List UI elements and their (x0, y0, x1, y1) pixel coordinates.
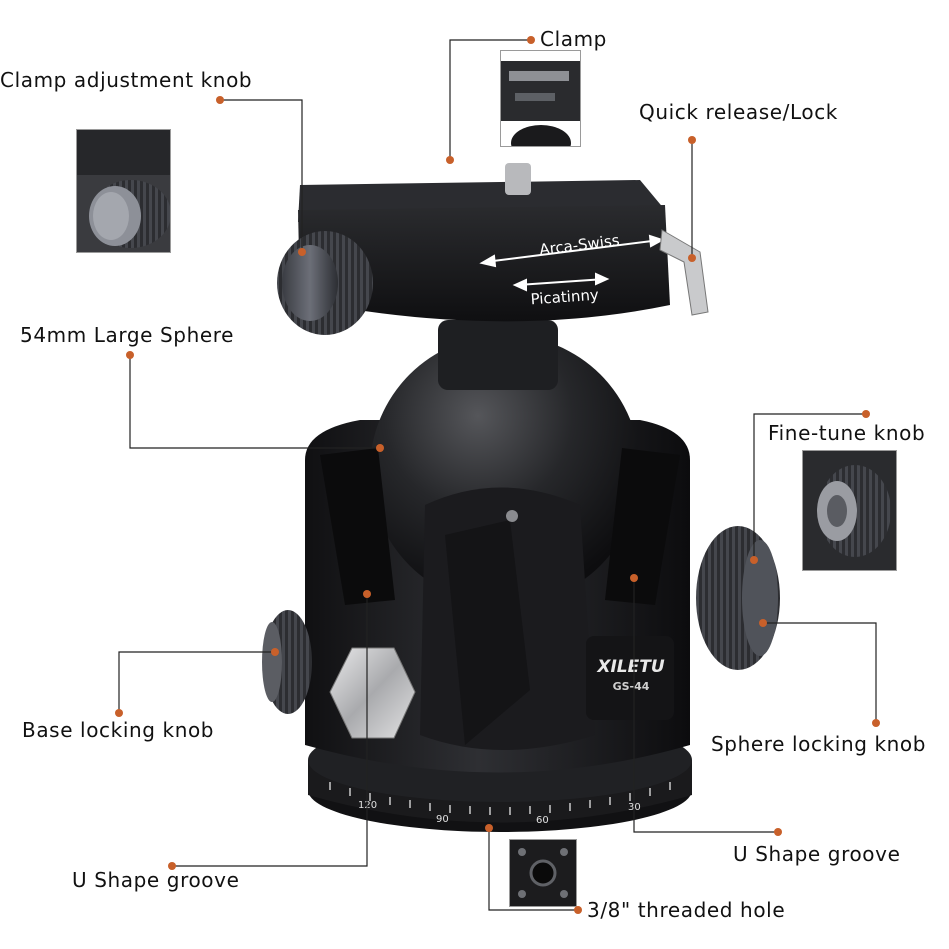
picatinny-label: Picatinny (530, 286, 599, 309)
scale-mark-60: 60 (536, 815, 549, 826)
picatinny-arrow (512, 272, 610, 292)
label-clamp-adjustment-knob: Clamp adjustment knob (0, 68, 253, 92)
inset-clamp (500, 50, 581, 147)
model-text: GS-44 (613, 680, 650, 693)
brand-text: XILETU (596, 657, 664, 677)
u-groove-left-cutout (320, 448, 395, 605)
label-u-shape-groove-left: U Shape groove (72, 868, 240, 892)
label-u-shape-groove-right: U Shape groove (733, 842, 901, 866)
arca-swiss-arrow (479, 234, 665, 268)
label-quick-release-lock: Quick release/Lock (639, 100, 838, 124)
label-threaded-hole: 3/8" threaded hole (587, 898, 786, 922)
mounting-screw (505, 163, 531, 195)
label-fine-tune-knob: Fine-tune knob (768, 421, 926, 445)
label-clamp: Clamp (540, 27, 607, 51)
label-sphere-locking-knob: Sphere locking knob (711, 732, 927, 756)
u-groove-right-cutout (605, 448, 680, 605)
brand-badge (586, 636, 674, 720)
inset-clamp-adjustment-knob (76, 129, 171, 253)
inset-threaded-hole (509, 839, 577, 907)
scale-mark-120: 120 (358, 800, 377, 811)
inset-fine-tune-knob (802, 450, 897, 571)
scale-mark-90: 90 (436, 814, 449, 825)
quick-release-lever (659, 229, 709, 316)
scale-mark-30: 30 (628, 802, 641, 813)
label-base-locking-knob: Base locking knob (22, 718, 215, 742)
label-large-sphere: 54mm Large Sphere (20, 323, 235, 347)
